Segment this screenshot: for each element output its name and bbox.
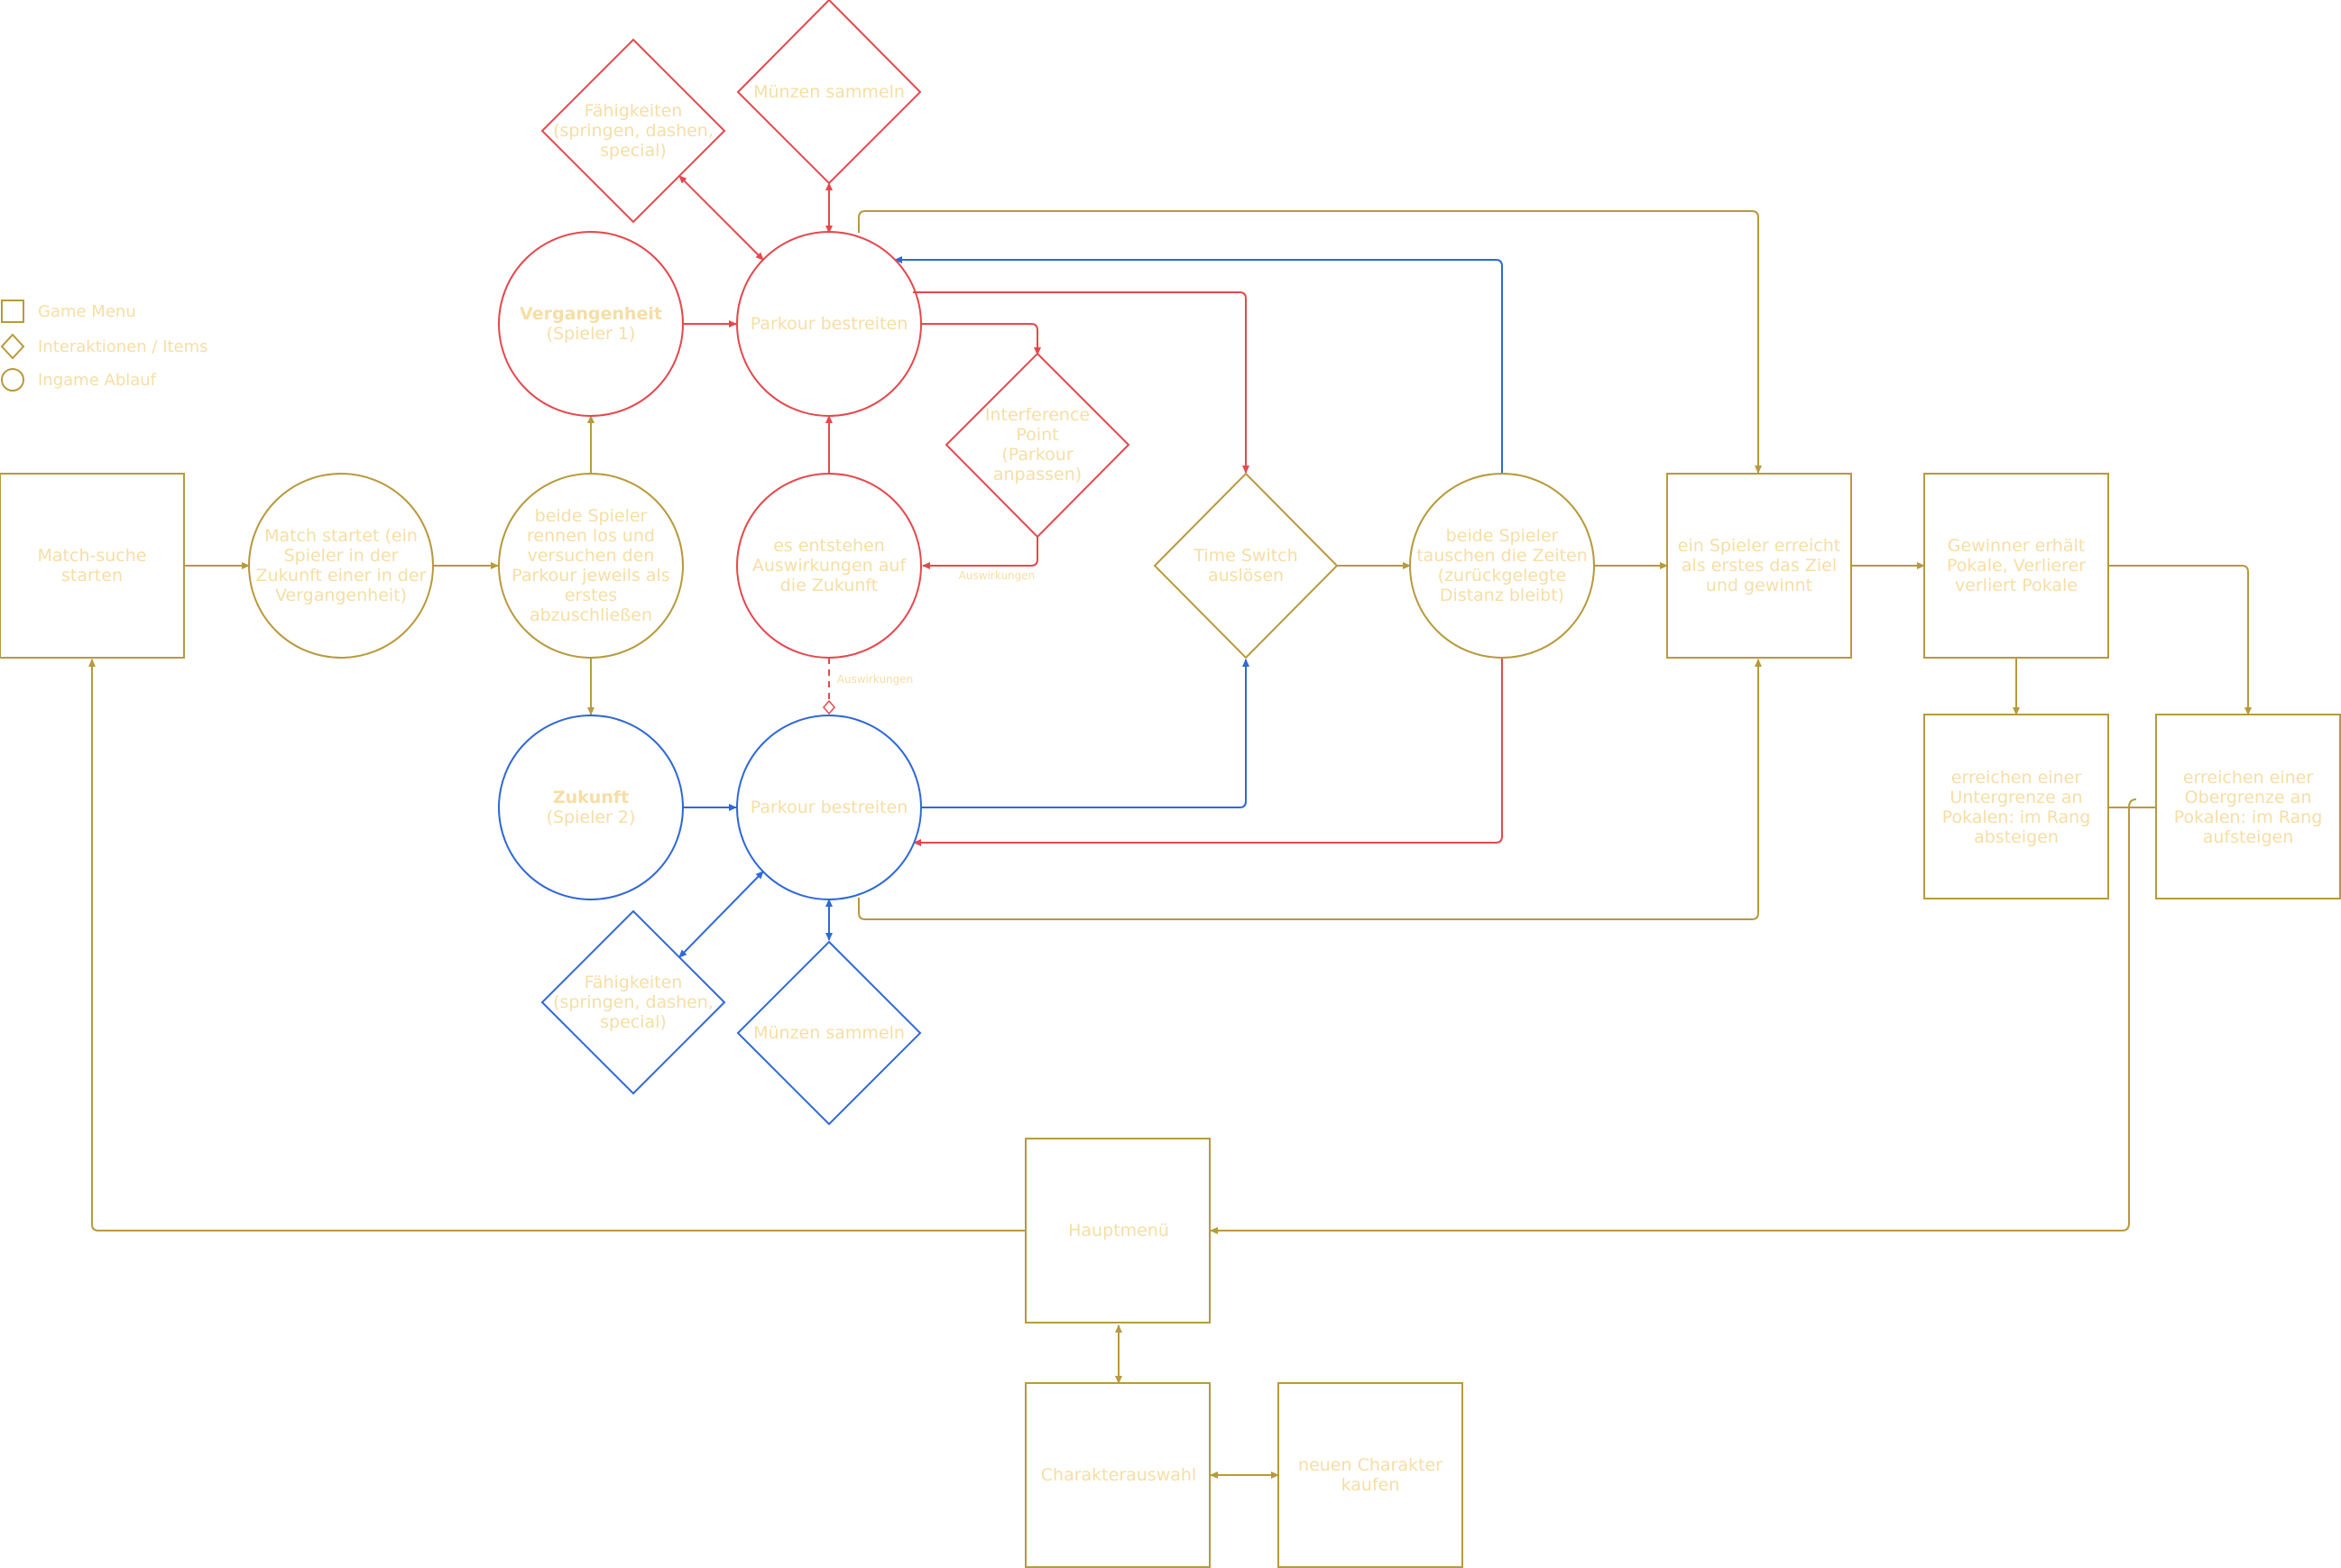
parkour-past-label: Parkour bestreiten — [751, 314, 908, 334]
skills-past-label: Fähigkeiten(springen, dashen,special) — [553, 101, 714, 161]
main-menu-label: Hauptmenü — [1068, 1221, 1169, 1241]
node-skills-future[interactable] — [540, 909, 726, 1095]
edge-parkourpast-to-winner — [858, 210, 1762, 474]
legend-diamond-icon — [0, 333, 25, 360]
legend-ingame-label: Ingame Ablauf — [38, 371, 157, 390]
legend-game-menu-label: Game Menu — [38, 302, 136, 321]
char-select-label: Charakterauswahl — [1041, 1465, 1196, 1485]
edge-swap-to-parkourfuture — [913, 658, 1503, 846]
node-past[interactable] — [498, 231, 684, 417]
future-title-label: Zukunft — [553, 788, 629, 807]
node-time-switch[interactable] — [1153, 472, 1339, 659]
skills-future-label: Fähigkeiten(springen, dashen,special) — [553, 973, 714, 1032]
node-rank-up[interactable] — [2155, 714, 2341, 899]
legend-interactions-label: Interaktionen / Items — [38, 337, 208, 356]
edge-trophies-to-rankup — [2109, 565, 2252, 715]
node-main-menu[interactable] — [1025, 1138, 1211, 1324]
node-match-search[interactable] — [0, 473, 185, 659]
node-both-run[interactable] — [498, 473, 684, 659]
parkour-future-label: Parkour bestreiten — [751, 798, 908, 817]
edge-parkourfuture-skills — [678, 871, 764, 958]
node-char-select[interactable] — [1025, 1382, 1211, 1568]
node-skills-past[interactable] — [540, 38, 726, 224]
node-future[interactable] — [498, 715, 684, 900]
edge-parkourpast-skills — [678, 175, 764, 261]
node-parkour-future[interactable] — [736, 715, 922, 900]
coins-future-label: Münzen sammeln — [753, 1023, 905, 1043]
node-match-starts[interactable] — [248, 473, 434, 659]
legend-square-icon — [1, 300, 24, 323]
edge-interference-to-consequences — [922, 537, 1038, 569]
legend-circle-icon — [1, 368, 24, 392]
past-sub-label: (Spieler 1) — [547, 324, 636, 344]
node-rank-down[interactable] — [1923, 714, 2109, 899]
edge-label-consequence-link: Auswirkungen — [837, 673, 914, 686]
future-sub-label: (Spieler 2) — [547, 807, 636, 827]
coins-past-label: Münzen sammeln — [753, 82, 905, 102]
past-title-label: Vergangenheit — [520, 304, 662, 324]
edge-parkourfuture-to-winner — [858, 659, 1762, 920]
edge-ranks-to-mainmenu — [1210, 798, 2137, 1234]
node-coins-future[interactable] — [736, 940, 922, 1126]
node-winner-reached[interactable] — [1666, 473, 1852, 659]
node-buy-char[interactable] — [1277, 1382, 1463, 1568]
edge-label-interference-out: Auswirkungen — [959, 569, 1036, 582]
node-interference[interactable] — [945, 352, 1130, 539]
node-swap-times[interactable] — [1409, 473, 1595, 659]
edge-parkourfuture-to-timeswitch — [921, 659, 1249, 808]
edge-parkourpast-to-timeswitch — [913, 291, 1249, 474]
node-coins-past[interactable] — [736, 0, 922, 185]
node-parkour-past[interactable] — [736, 231, 922, 417]
node-consequences[interactable] — [736, 473, 922, 659]
edge-parkourpast-to-interference — [921, 323, 1041, 355]
node-trophies[interactable] — [1923, 473, 2109, 659]
edge-swap-to-parkourpast — [894, 256, 1503, 474]
consequence-link-diamond — [823, 699, 835, 715]
edge-mainmenu-to-search — [88, 659, 1026, 1231]
